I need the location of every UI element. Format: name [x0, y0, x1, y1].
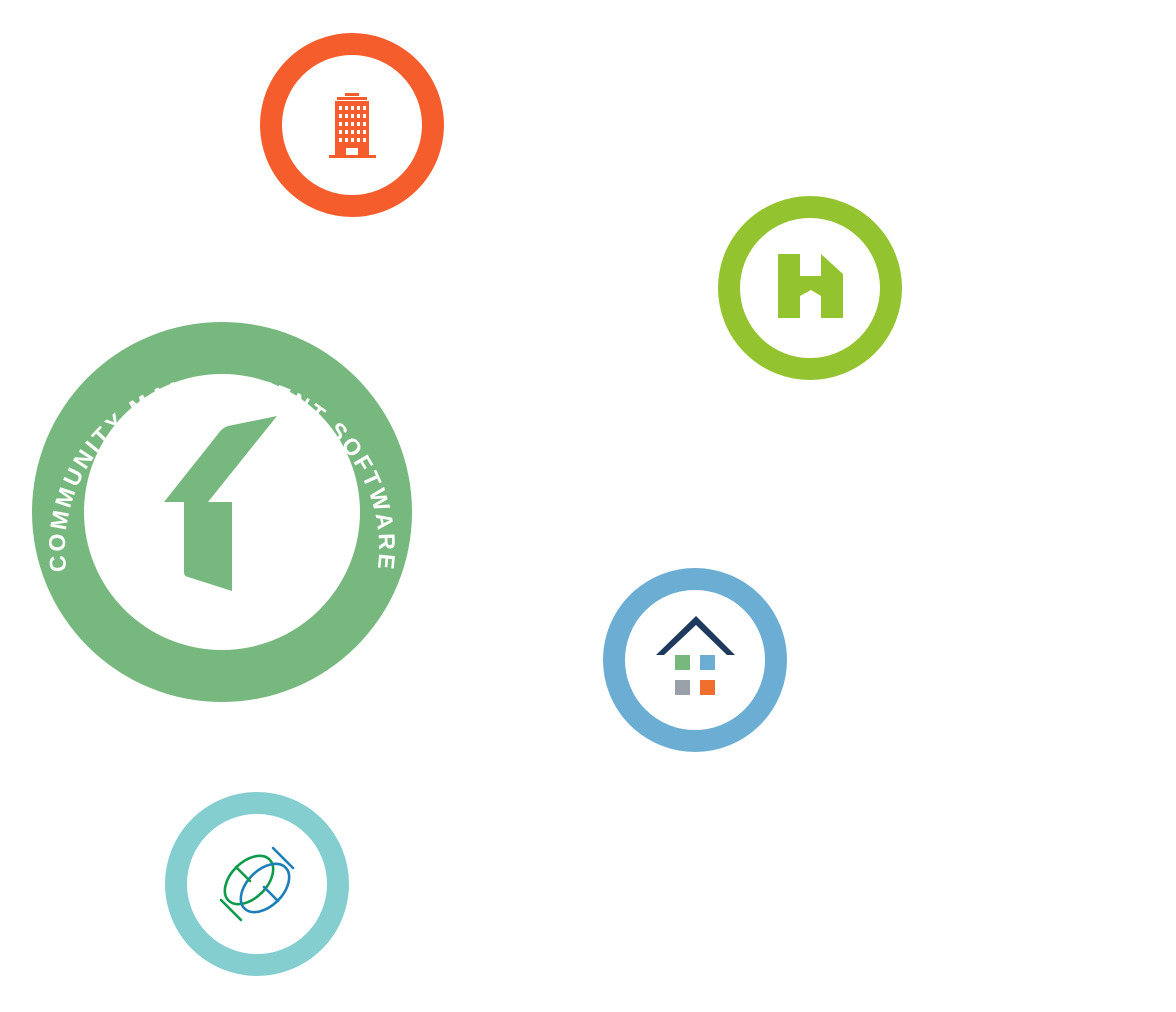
- community-management-logo-icon: [164, 416, 277, 591]
- house-badge: [603, 568, 787, 752]
- interlocking-badge: [165, 792, 349, 976]
- interlocking-badge-ring: [165, 792, 349, 976]
- community-management-badge: COMMUNITY MANAGEMENT SOFTWARE: [32, 322, 412, 704]
- interlocking-badge-graphic: [165, 792, 349, 976]
- building-badge-graphic: [260, 33, 444, 217]
- hoa-badge-graphic: [718, 196, 902, 380]
- hoa-badge: [718, 196, 902, 380]
- hoa-badge-ring: [718, 196, 902, 380]
- community-management-badge-graphic: COMMUNITY MANAGEMENT SOFTWARE: [32, 322, 412, 702]
- house-badge-ring: [603, 568, 787, 752]
- building-badge-ring: [260, 33, 444, 217]
- building-badge: [260, 33, 444, 217]
- house-grid-icon: [656, 616, 735, 695]
- house-badge-graphic: [603, 568, 787, 752]
- h-house-logo-icon: [778, 254, 843, 318]
- interlocking-rings-icon: [219, 846, 295, 922]
